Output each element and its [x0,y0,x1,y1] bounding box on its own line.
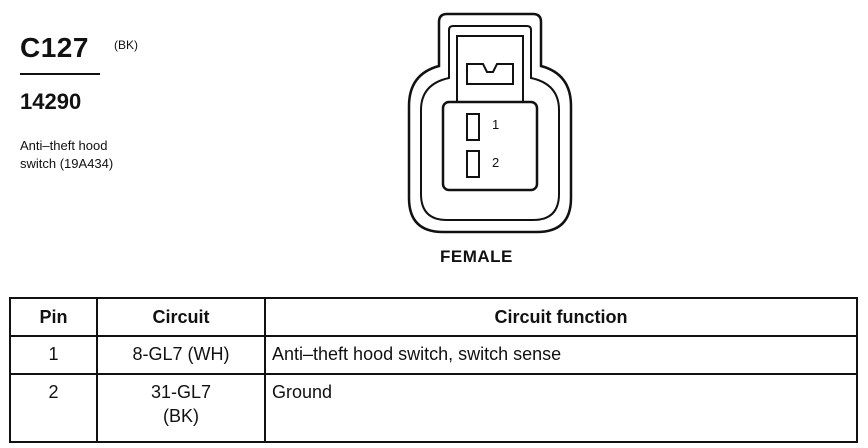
connector-gender-label: FEMALE [440,247,513,266]
row-2-circuit-line-2: (BK) [163,406,199,426]
part-number: 14290 [20,89,82,114]
connector-id: C127 [20,32,89,63]
row-1-circuit: 8-GL7 (WH) [96,335,266,375]
pin-cavity-2 [466,150,480,178]
table-row: 1 8-GL7 (WH) Anti–theft hood switch, swi… [9,335,858,375]
table-row: 2 31-GL7 (BK) Ground [9,373,858,443]
pin-cavity-1 [466,113,480,141]
pin-label-1: 1 [492,117,500,132]
row-2-circuit: 31-GL7 (BK) [96,373,266,443]
color-code: (BK) [114,38,138,52]
latch-notch [466,63,514,85]
header-pin: Pin [9,297,98,337]
header-circuit: Circuit [96,297,266,337]
connector-face-drawing [407,12,573,234]
description-line-1: Anti–theft hood [20,138,108,153]
row-2-pin: 2 [9,373,98,443]
row-1-function: Anti–theft hood switch, switch sense [264,335,858,375]
row-2-function: Ground [264,373,858,443]
component-description: Anti–theft hood switch (19A434) [20,137,170,173]
connector-id-underline [20,73,100,75]
row-1-pin: 1 [9,335,98,375]
pin-label-2: 2 [492,155,500,170]
header-circuit-function: Circuit function [264,297,858,337]
terminal-body [441,100,539,192]
pinout-table: Pin Circuit Circuit function 1 8-GL7 (WH… [9,297,858,443]
row-1-circuit-line-1: 8-GL7 (WH) [132,344,230,364]
row-2-circuit-line-1: 31-GL7 [150,382,212,402]
description-line-2: switch (19A434) [20,156,114,171]
table-header-row: Pin Circuit Circuit function [9,297,858,337]
